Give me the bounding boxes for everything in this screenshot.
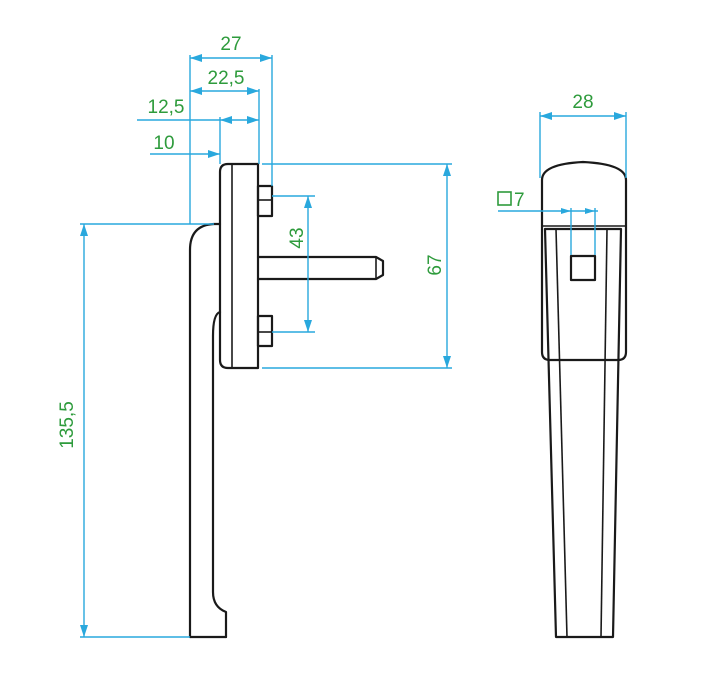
dimension-27-label: 27 — [220, 34, 241, 55]
dimension-27: 27 — [190, 34, 272, 62]
square-symbol-icon — [497, 191, 512, 206]
dimension-10: 10 — [150, 133, 220, 158]
dimension-12-5: 12,5 — [137, 97, 259, 124]
dimension-10-label: 10 — [153, 133, 174, 154]
dimension-22-5-label: 22,5 — [208, 68, 245, 89]
lower-fixing-pin — [256, 314, 274, 348]
handle-lever-outline — [188, 222, 222, 639]
dimension-67: 67 — [425, 164, 451, 368]
dimension-43: 43 — [287, 196, 312, 332]
dimension-135-5: 135,5 — [57, 224, 88, 637]
rosette-outline — [540, 160, 628, 362]
dimension-square-7: 7 — [497, 190, 598, 255]
dimension-12-5-label: 12,5 — [148, 97, 185, 118]
front-view — [540, 160, 628, 639]
front-view-dimensions: 28 7 — [497, 92, 627, 255]
base-plate-outline — [218, 162, 260, 370]
handle-body-inner-left — [555, 228, 568, 638]
dimension-28: 28 — [540, 92, 626, 120]
dimension-43-label: 43 — [287, 227, 308, 248]
square-spindle-hole — [569, 254, 597, 282]
upper-fixing-pin — [256, 184, 274, 218]
spindle-outline — [256, 255, 385, 281]
side-view-dimensions: 27 22,5 12,5 10 43 — [57, 34, 452, 638]
handle-body-inner-right — [600, 228, 608, 638]
dimension-67-label: 67 — [425, 254, 446, 275]
handle-lever-outline-inner — [211, 310, 228, 639]
handle-body-outline — [543, 227, 623, 639]
dimension-22-5: 22,5 — [190, 68, 259, 95]
dimension-28-label: 28 — [572, 92, 593, 113]
dimension-square-7-label: 7 — [514, 190, 525, 211]
dimension-135-5-label: 135,5 — [57, 401, 78, 449]
